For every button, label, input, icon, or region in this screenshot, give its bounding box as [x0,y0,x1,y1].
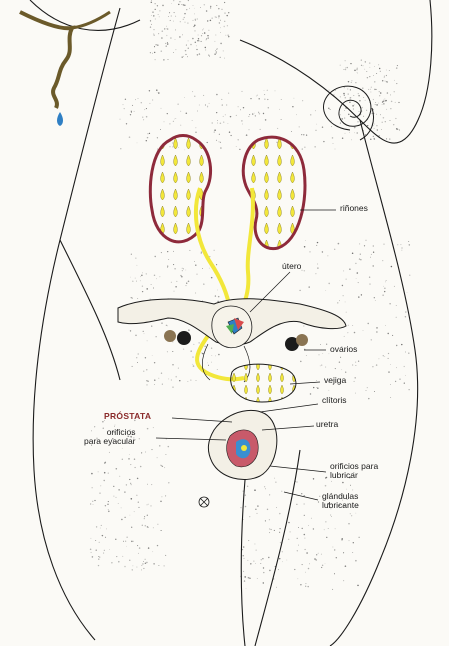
stipple-shading [90,0,411,590]
uterus-ovaries [118,299,346,382]
drop-icon [57,112,63,126]
vulva-region [199,410,277,507]
ureters [196,188,253,379]
label-clitoris: clítoris [322,396,347,405]
label-orificios-lubricar: orificios para lubricar [330,462,378,480]
bladder [231,364,296,402]
label-prostata: PRÓSTATA [104,412,151,421]
label-glandulas-lubricante: glándulas lubricante [322,492,359,510]
label-utero: útero [282,262,301,271]
label-uretra: uretra [316,420,338,429]
label-ovarios: ovarios [330,345,357,354]
root-ornament [20,12,110,126]
label-rinones: riñones [340,204,368,213]
label-orificios-eyacular: orificios para eyacular [84,428,136,446]
label-vejiga: vejiga [324,376,346,385]
